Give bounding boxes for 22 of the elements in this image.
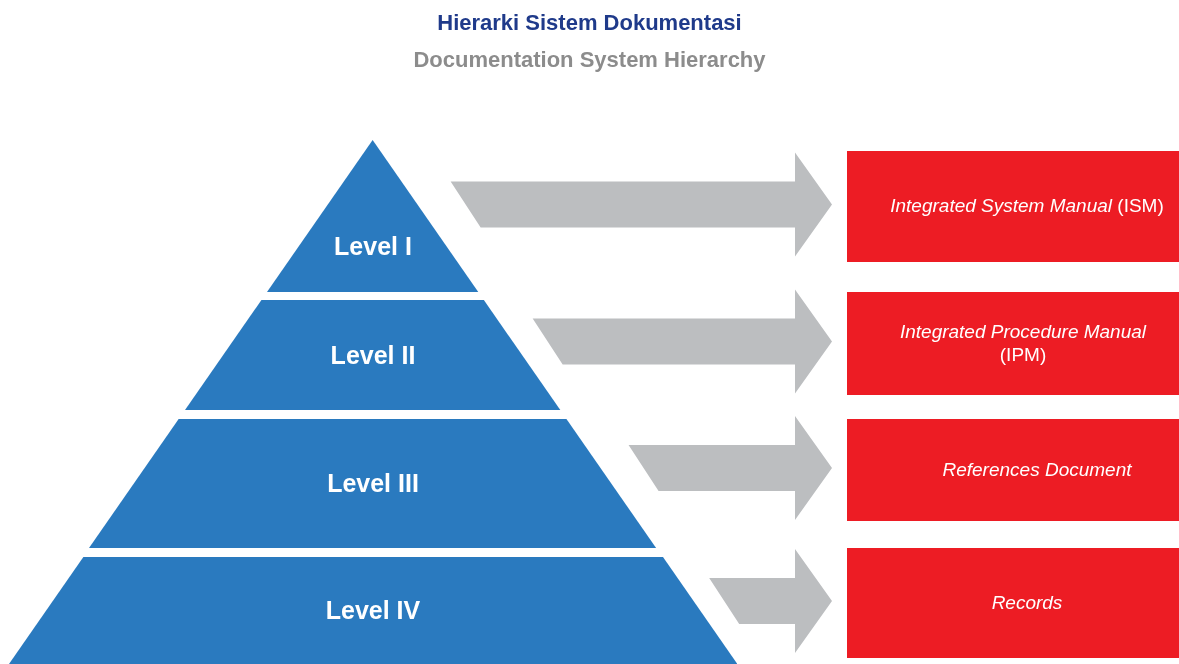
block-arrow [709,549,832,653]
pyramid-level [8,557,738,664]
pyramid-level [89,419,657,548]
pyramid-level [185,300,561,410]
document-label: Integrated Procedure Manual (IPM) [898,320,1148,367]
document-box [847,548,1179,658]
document-box [847,151,1179,262]
document-box [847,419,1179,521]
document-box [847,292,1179,395]
level-label: Level I [334,231,412,261]
level-label: Level IV [325,596,421,625]
diagram-subtitle: Documentation System Hierarchy [412,47,767,73]
document-label: References Document [942,458,1132,482]
block-arrow [450,152,832,257]
level-label: Level II [330,340,416,370]
document-label: Records [991,591,1063,615]
document-label: Integrated System Manual (ISM) [890,195,1164,218]
block-arrow [532,289,832,394]
block-arrow [628,416,832,520]
diagram-title: Hierarki Sistem Dokumentasi [436,10,743,36]
pyramid-top [267,140,479,292]
level-label: Level III [327,469,419,498]
